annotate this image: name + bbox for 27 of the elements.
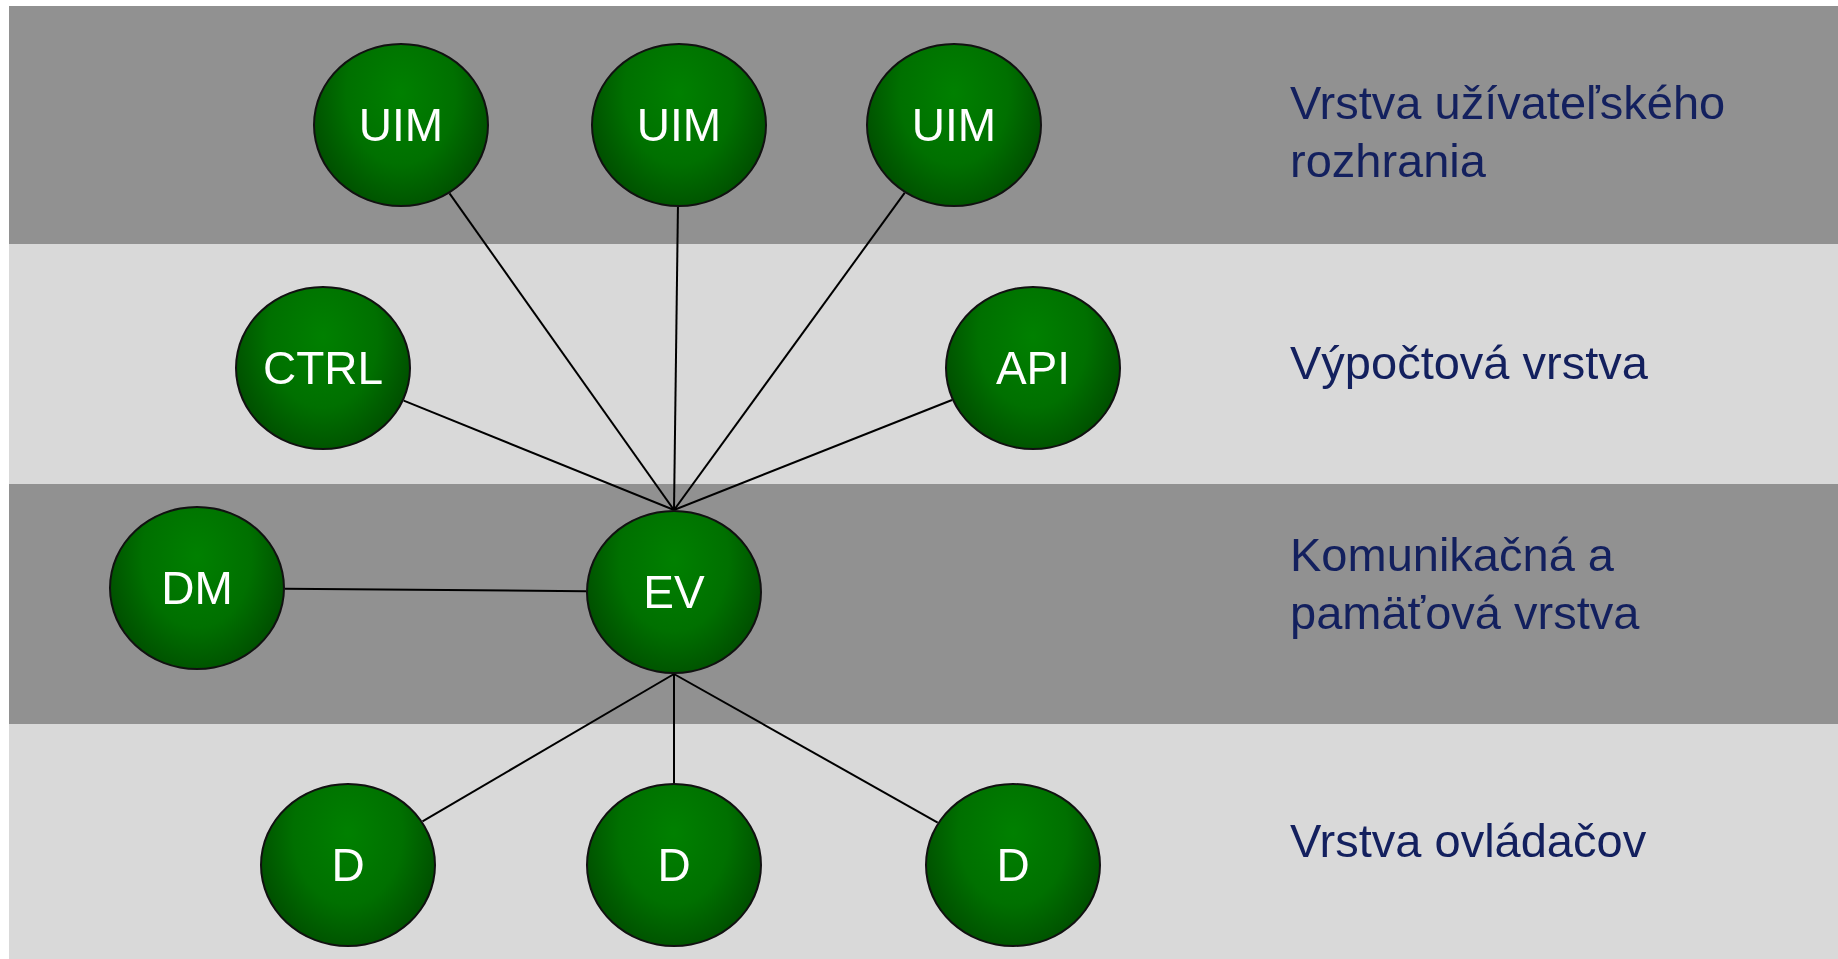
layer-label: Komunikačná a pamäťová vrstva	[1290, 527, 1641, 641]
connector-line	[673, 673, 675, 784]
node-label: UIM	[358, 98, 444, 152]
layer-label: Výpočtová vrstva	[1290, 335, 1649, 391]
node-label: CTRL	[262, 341, 384, 395]
layer-label: Vrstva užívateľského rozhrania	[1290, 75, 1727, 189]
layer-band	[9, 244, 1838, 484]
node-label: API	[995, 341, 1071, 395]
node-label: EV	[643, 565, 705, 619]
layer-band	[9, 724, 1838, 959]
node-label: UIM	[636, 98, 722, 152]
node-label: D	[331, 838, 365, 892]
connector-line	[402, 399, 675, 511]
node-label: DM	[161, 561, 233, 615]
connector-line	[448, 192, 675, 511]
connector-line	[673, 399, 953, 511]
connector-line	[284, 587, 587, 593]
connector-line	[421, 673, 675, 823]
connector-line	[673, 673, 939, 824]
connector-line	[673, 206, 679, 511]
layer-label: Vrstva ovládačov	[1290, 813, 1648, 869]
connector-line	[673, 191, 906, 511]
layer-band	[9, 6, 1838, 244]
node-label: D	[657, 838, 691, 892]
node-label: D	[996, 838, 1030, 892]
node-label: UIM	[911, 98, 997, 152]
layer-band	[9, 484, 1838, 724]
